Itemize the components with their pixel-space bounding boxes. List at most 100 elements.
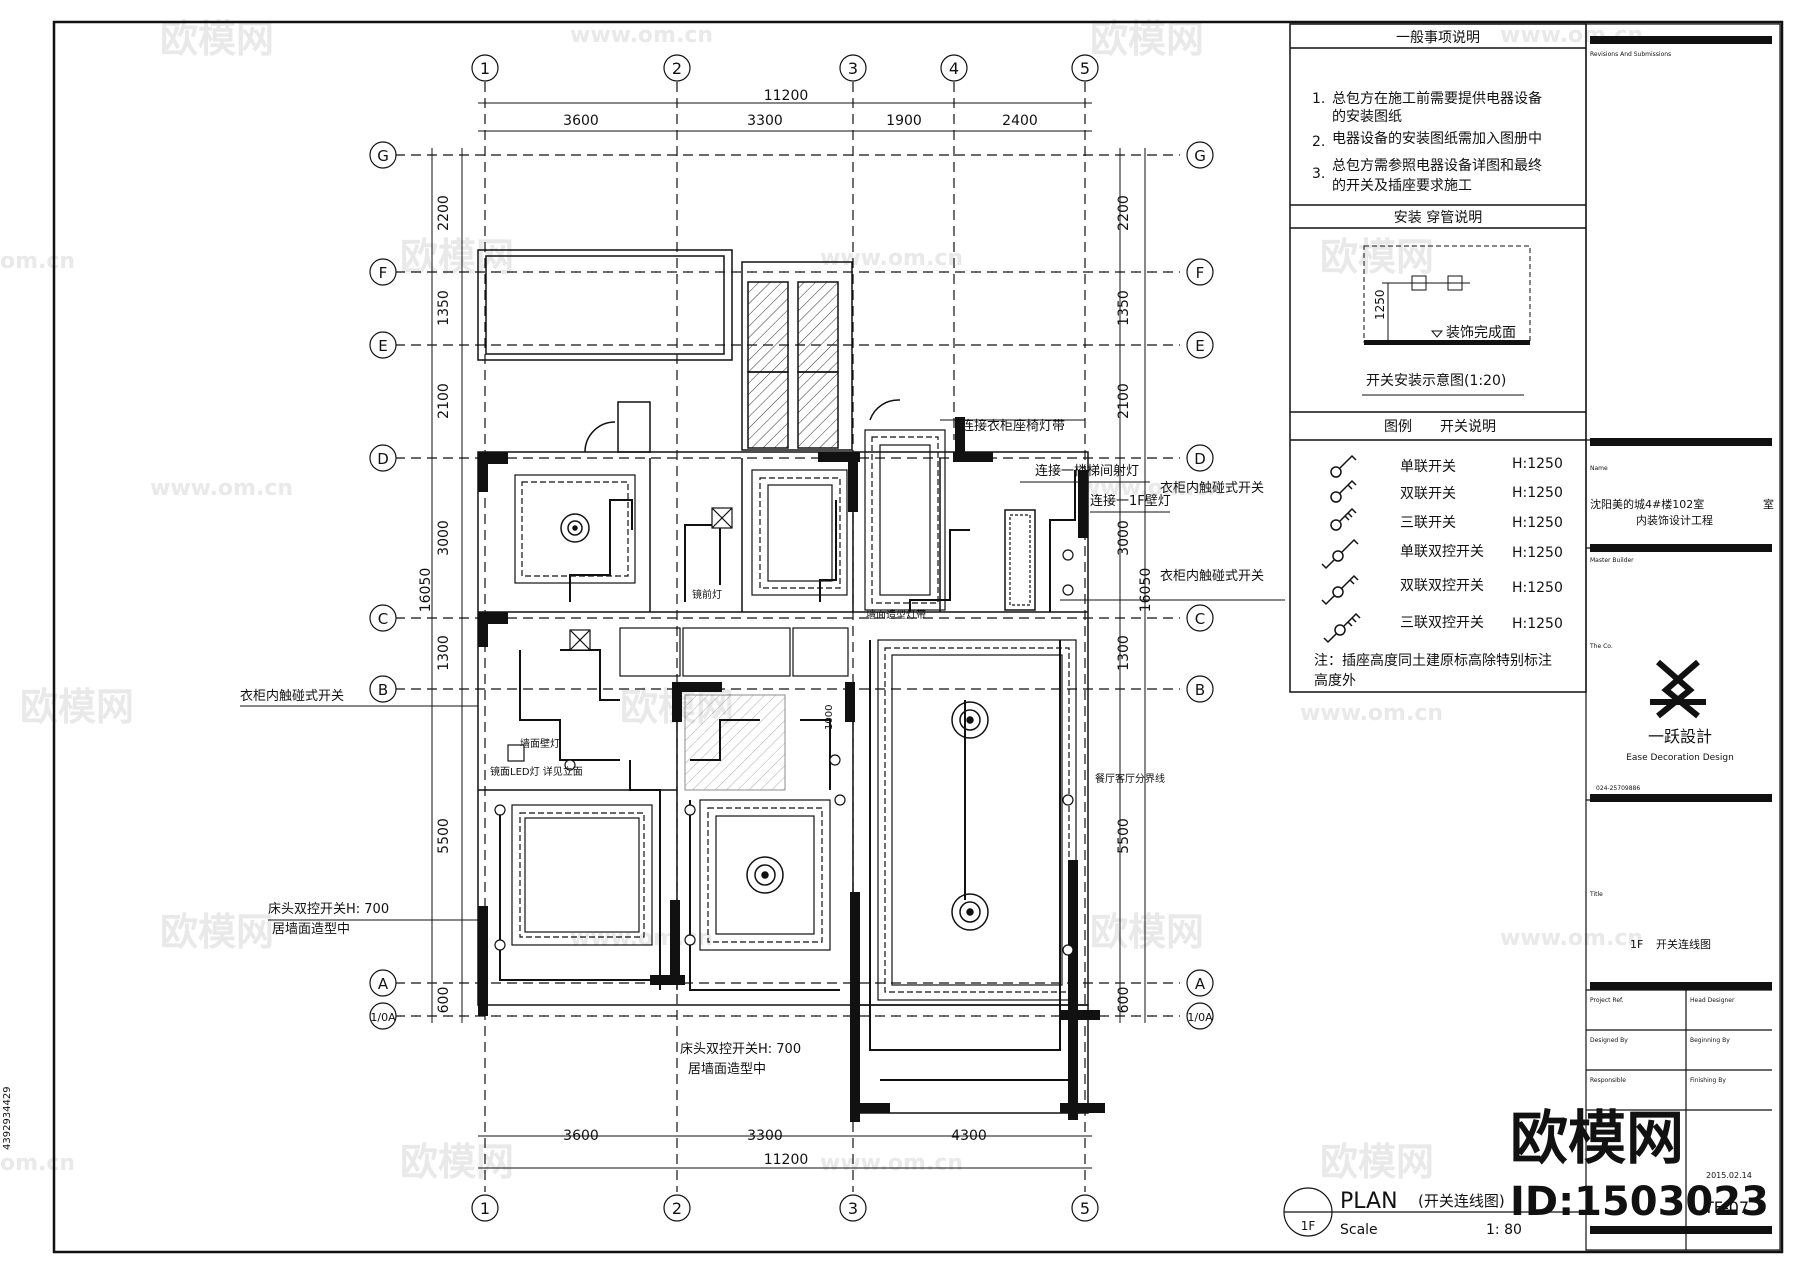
legend-item-height: H:1250: [1512, 456, 1563, 472]
legend-note: 高度外: [1314, 672, 1356, 689]
watermark-url: www.om.cn: [1300, 701, 1443, 726]
column-label: 1: [480, 59, 490, 78]
watermark-url: www.om.cn: [150, 476, 293, 501]
row-label: 1/0A: [1187, 1011, 1213, 1024]
row-label: A: [1195, 975, 1206, 993]
double-switch-icon: [1330, 479, 1357, 503]
install-caption: 开关安装示意图(1:20): [1366, 372, 1506, 389]
watermark-url: www.om.cn: [820, 246, 963, 271]
downlight-icons: [494, 549, 1074, 956]
column-label: 4: [949, 59, 959, 78]
row-label: D: [1194, 450, 1206, 468]
dimension-lines: [431, 102, 1146, 1169]
watermark-brand: 欧模网: [1320, 1140, 1434, 1184]
row-label: C: [378, 610, 388, 628]
plan-title-sub: (开关连线图): [1418, 1192, 1505, 1210]
dimension-row-span: 3000: [1116, 520, 1132, 556]
label-cabinet-light-strip: 连接衣柜座椅灯带: [961, 418, 1065, 434]
watermark-brand: 欧模网: [160, 17, 274, 61]
legend-item-name: 双联开关: [1400, 486, 1456, 502]
column-label: 1: [480, 1199, 490, 1218]
dimension-bottom-span: 3300: [747, 1128, 783, 1144]
triple-two-way-switch-icon: [1323, 612, 1361, 644]
general-note-text: 的安装图纸: [1332, 109, 1402, 125]
tb-head-designer: Head Designer: [1690, 997, 1735, 1004]
column-bubbles: [471, 54, 1099, 1222]
legend-item-height: H:1250: [1512, 616, 1563, 632]
label-stair-spotlight: 连接一楼梯间射灯: [1035, 463, 1139, 479]
row-label: G: [377, 147, 389, 165]
install-notes-title: 安装 穿管说明: [1394, 210, 1482, 226]
ceiling-features: [511, 429, 1077, 1001]
legend-item-name: 三联双控开关: [1400, 615, 1484, 631]
row-label: E: [1195, 337, 1204, 355]
tb-finishing-by: Finishing By: [1690, 1077, 1726, 1084]
tb-company-en: Ease Decoration Design: [1626, 753, 1734, 763]
column-label: 3: [848, 1199, 858, 1218]
watermark-url: www.om.cn: [1080, 476, 1223, 501]
label-mirror-light: 镜面LED灯 详见立面: [490, 765, 583, 778]
install-height: 1250: [1373, 289, 1387, 320]
legend-item-name: 单联开关: [1400, 459, 1456, 475]
tb-date: 2015.02.14: [1706, 1171, 1752, 1180]
label-bedside-switch: 床头双控开关H: 700: [680, 1042, 801, 1057]
row-bubbles: [369, 141, 1214, 1030]
column-label: 2: [672, 59, 682, 78]
scale-value: 1: 80: [1486, 1222, 1522, 1238]
tb-responsible: Responsible: [1590, 1077, 1626, 1084]
dimension-row-span: 2200: [1116, 195, 1132, 231]
general-note-number: 1.: [1312, 91, 1325, 107]
switch-install-diagram: [1363, 245, 1531, 345]
general-notes-title: 一般事项说明: [1396, 30, 1480, 46]
watermark-url: om.cn: [0, 1151, 75, 1176]
legend-item-height: H:1250: [1512, 580, 1563, 596]
dimension-bottom-span: 4300: [951, 1128, 987, 1144]
dimension-row-span: 5500: [1116, 818, 1132, 854]
dimension-right-total: 16050: [1138, 568, 1154, 613]
legend-item-height: H:1250: [1512, 485, 1563, 501]
tb-name-label: Name: [1590, 465, 1608, 472]
chandelier-icon: [951, 701, 989, 739]
column-label: 2: [672, 1199, 682, 1218]
dimension-row-span: 2200: [436, 195, 452, 231]
column-label: 5: [1080, 1199, 1090, 1218]
legend-item-height: H:1250: [1512, 545, 1563, 561]
tb-project-ref: Project Ref.: [1590, 997, 1624, 1004]
tb-sheet-no: TF-07: [1703, 1198, 1749, 1217]
row-label: D: [377, 450, 389, 468]
side-id: 4392934429: [2, 1086, 13, 1150]
row-label: F: [379, 264, 388, 282]
tb-project-name-suffix: 室: [1763, 497, 1774, 511]
row-label: F: [1196, 264, 1205, 282]
company-logo-icon: [1650, 659, 1706, 719]
dimension-row-span: 1350: [1116, 290, 1132, 326]
tb-revisions: Revisions And Submissions: [1590, 51, 1671, 58]
general-note-number: 3.: [1312, 166, 1325, 182]
wall-blocks: [478, 417, 1105, 1122]
watermark-brand: 欧模网: [1090, 910, 1204, 954]
label-cabinet-touch-switch: 衣柜内触碰式开关: [240, 688, 344, 704]
single-two-way-switch-icon: [1321, 538, 1359, 570]
dimension-top-total: 11200: [764, 88, 809, 104]
tb-phone: 024-25709886: [1596, 785, 1640, 792]
general-note-text: 总包方在施工前需要提供电器设备: [1332, 90, 1542, 107]
tb-beginning-by: Beginning By: [1690, 1037, 1730, 1044]
watermark-url: www.om.cn: [570, 23, 713, 48]
tb-master-builder: Master Builder: [1590, 557, 1634, 564]
watermark-url: www.om.cn: [820, 1151, 963, 1176]
watermark-url: www.om.cn: [1500, 23, 1643, 48]
label-bedside-switch: 床头双控开关H: 700: [268, 902, 389, 917]
watermark-url: www.om.cn: [1500, 926, 1643, 951]
triple-switch-icon: [1330, 507, 1357, 531]
switch-legend-symbols: [1321, 454, 1361, 644]
watermark-layer: 欧模网 欧模网 欧模网 欧模网 欧模网 欧模网 欧模网 欧模网 欧模网 欧模网 …: [0, 17, 1643, 1184]
general-note-number: 2.: [1312, 134, 1325, 150]
tb-project-name: 沈阳美的城4#楼102室: [1590, 497, 1704, 511]
plan-title-text: PLAN: [1340, 1189, 1398, 1214]
watermark-brand: 欧模网: [20, 685, 134, 729]
label-first-floor-wall-lamp: 连接一1F壁灯: [1090, 493, 1171, 509]
row-label: C: [1195, 610, 1205, 628]
general-note-text: 总包方需参照电器设备详图和最终: [1332, 157, 1542, 174]
watermark-brand: 欧模网: [1090, 17, 1204, 61]
dimension-row-span: 3000: [436, 520, 452, 556]
